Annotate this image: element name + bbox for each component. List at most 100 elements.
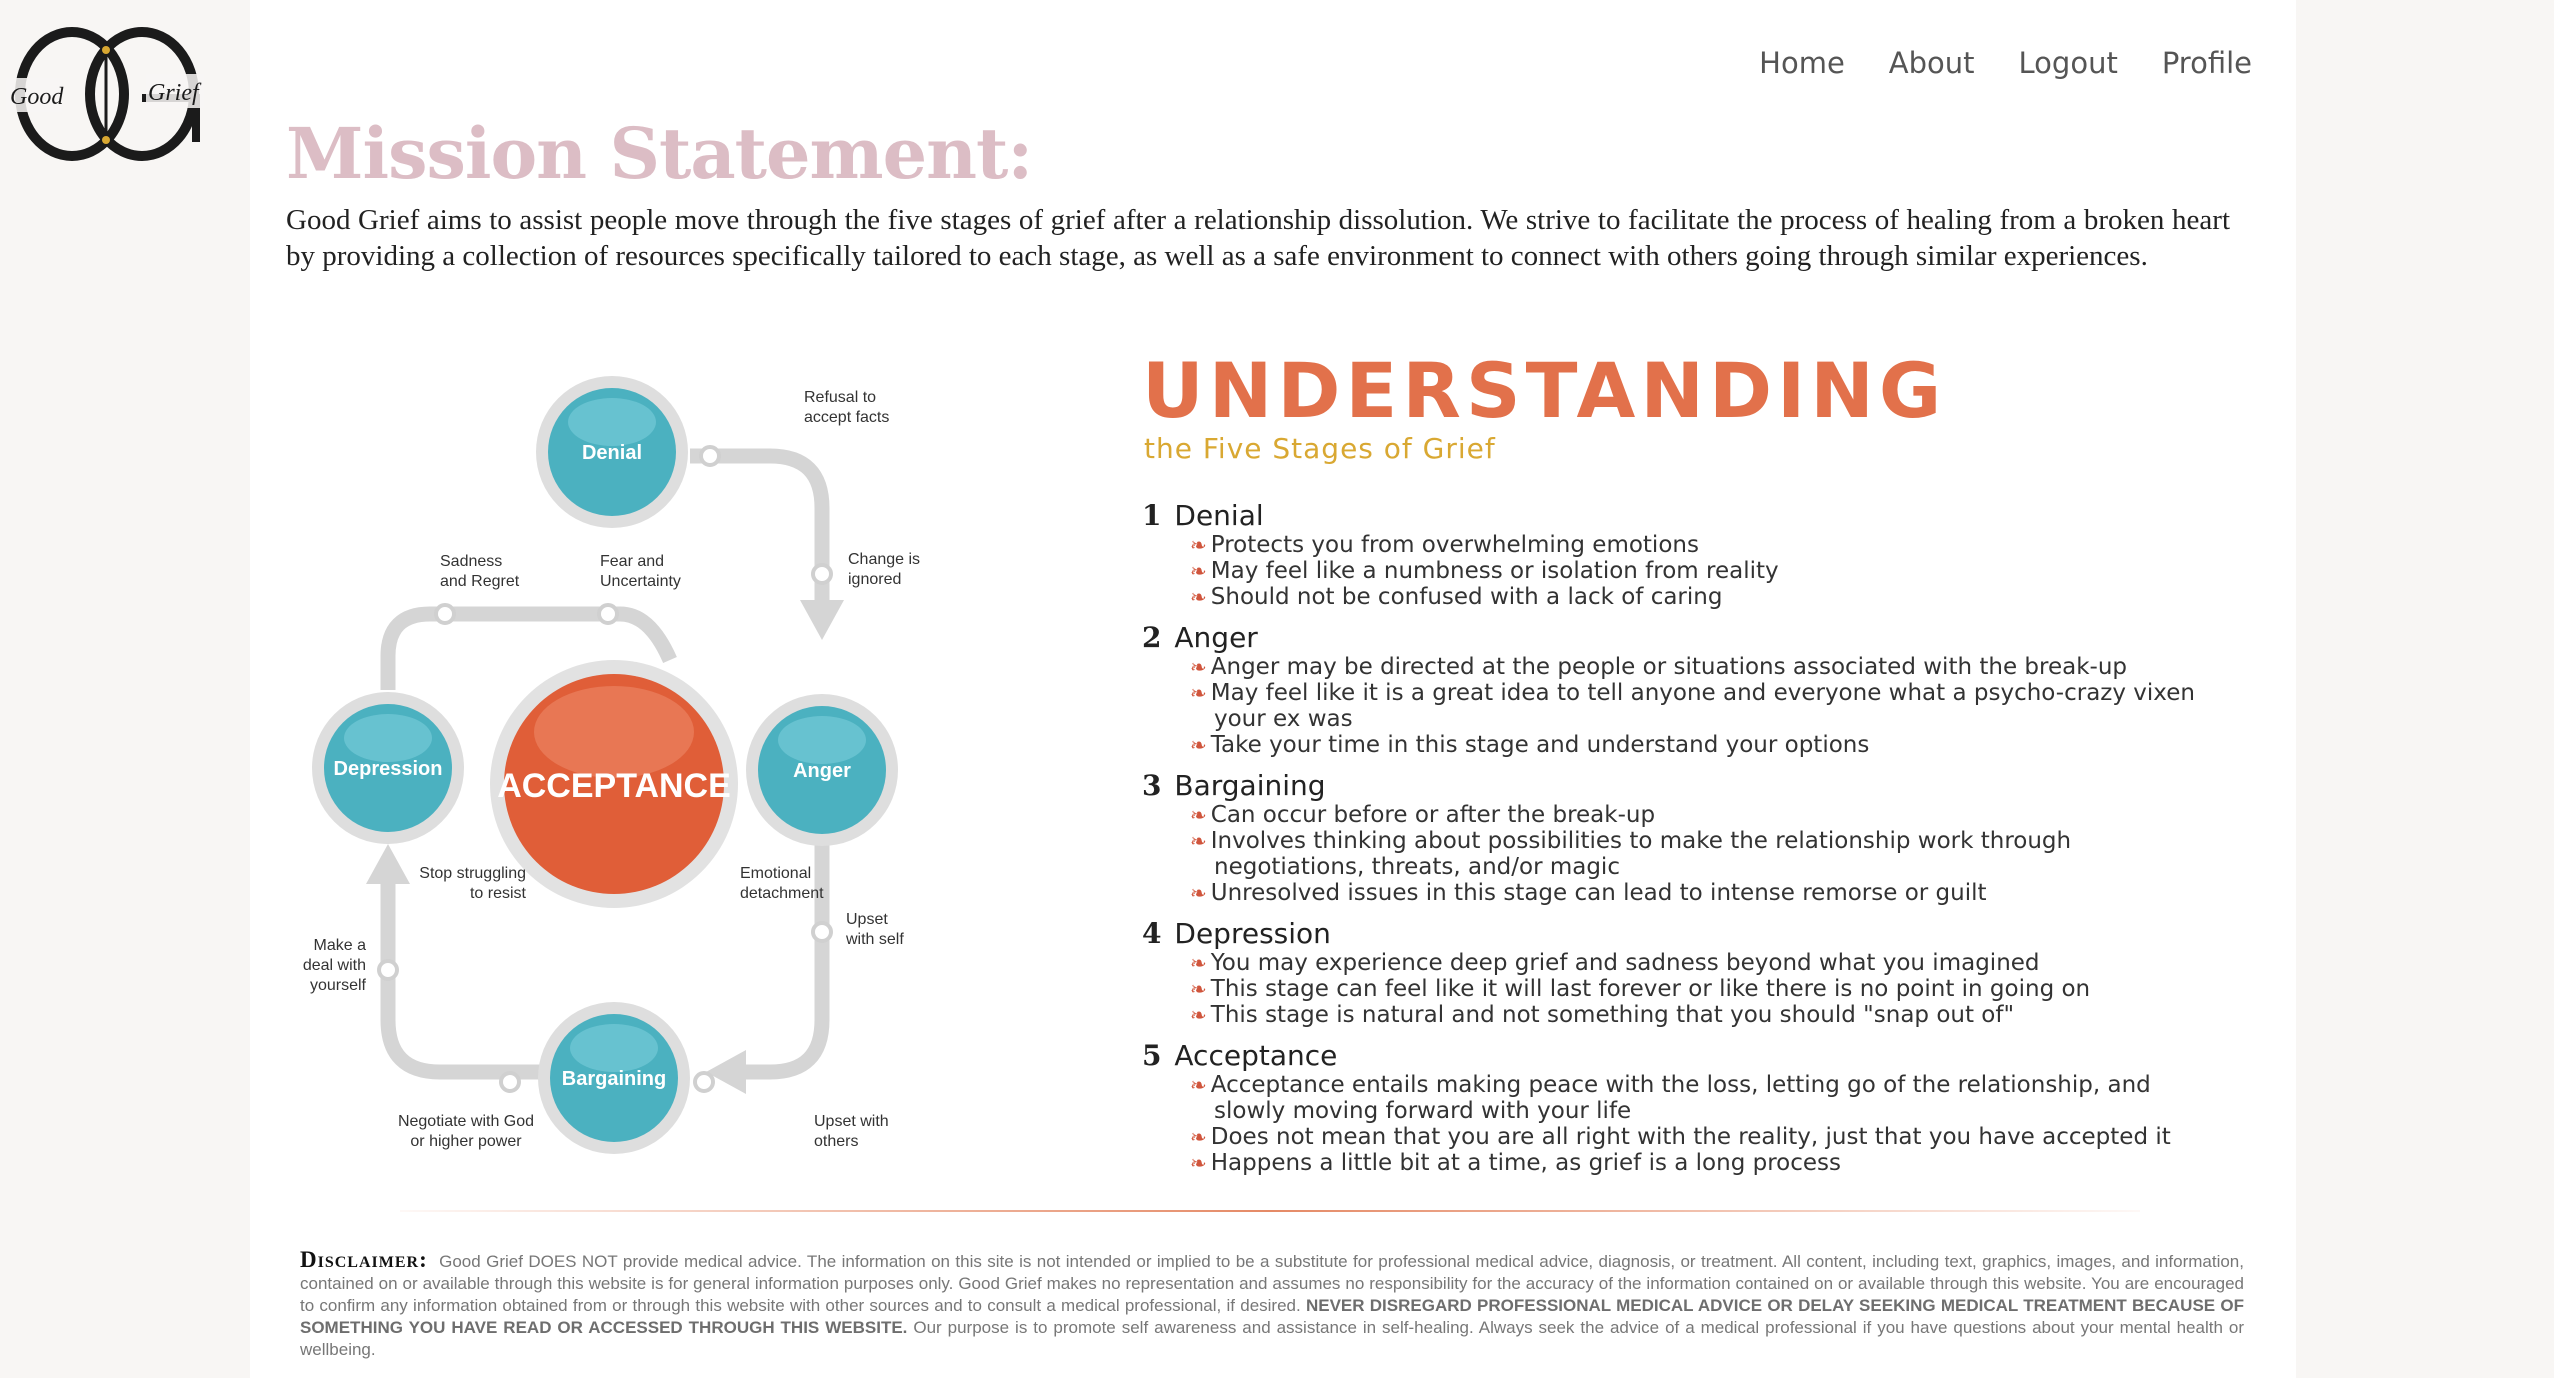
- upset-others-line-1: Upset with: [814, 1113, 889, 1130]
- mission-text: Good Grief aims to assist people move th…: [286, 204, 2230, 272]
- stage-bargaining: 3 Bargaining ❧Can occur before or after …: [1142, 769, 2222, 907]
- stage-bullet: ❧Anger may be directed at the people or …: [1190, 654, 2127, 680]
- logo-word-left: Good: [10, 84, 64, 110]
- disclaimer-text: Good Grief DOES NOT provide medical advi…: [300, 1252, 2244, 1315]
- denial-node-label: Denial: [582, 442, 642, 464]
- negotiate-line-1: Negotiate with God: [398, 1113, 534, 1130]
- fleuron-bullet-icon: ❧: [1190, 533, 1207, 557]
- fleuron-bullet-icon: ❧: [1190, 655, 1207, 679]
- stage-bullet: ❧Should not be confused with a lack of c…: [1190, 584, 1723, 610]
- understanding-header: UNDERSTANDING the Five Stages of Grief: [1142, 346, 1947, 466]
- stage-bullet: ❧This stage is natural and not something…: [1190, 1002, 2015, 1028]
- top-navigation: Home About Logout Profile: [1759, 46, 2252, 80]
- stage-title: Bargaining: [1174, 769, 1326, 802]
- nav-about-link[interactable]: About: [1888, 46, 1975, 80]
- fleuron-bullet-icon: ❧: [1190, 733, 1207, 757]
- understanding-title: UNDERSTANDING: [1142, 346, 1947, 435]
- stage-number: 1: [1142, 499, 1162, 532]
- stage-bullet: ❧May feel like a numbness or isolation f…: [1190, 558, 1779, 584]
- acceptance-node-label: ACCEPTANCE: [497, 767, 731, 805]
- stage-bullet: ❧Acceptance entails making peace with th…: [1190, 1072, 2151, 1124]
- stage-bullet: ❧Involves thinking about possibilities t…: [1190, 828, 2072, 880]
- fleuron-bullet-icon: ❧: [1190, 1125, 1207, 1149]
- change-line-2: ignored: [848, 571, 901, 588]
- change-line-1: Change is: [848, 551, 920, 568]
- fleuron-bullet-icon: ❧: [1190, 1073, 1207, 1097]
- nav-logout-link[interactable]: Logout: [2018, 46, 2118, 80]
- logo-word-right: Grief: [148, 80, 202, 106]
- nav-home-link[interactable]: Home: [1759, 46, 1845, 80]
- logo-monogram-icon: Good Grief: [6, 27, 204, 161]
- mission-title: Mission Statement:: [286, 112, 1033, 195]
- stage-title: Anger: [1174, 621, 1258, 654]
- emotional-line-1: Emotional: [740, 865, 811, 882]
- depression-node: Depression: [312, 692, 464, 844]
- make-deal-line-3: yourself: [310, 977, 367, 994]
- nav-profile-link[interactable]: Profile: [2161, 46, 2252, 80]
- fleuron-bullet-icon: ❧: [1190, 585, 1207, 609]
- stage-number: 3: [1142, 769, 1162, 802]
- stage-bullet: ❧May feel like it is a great idea to tel…: [1190, 680, 2195, 732]
- fleuron-bullet-icon: ❧: [1190, 559, 1207, 583]
- bargaining-node-label: Bargaining: [562, 1068, 666, 1090]
- fleuron-bullet-icon: ❧: [1190, 829, 1207, 853]
- anger-node: Anger: [746, 694, 898, 846]
- upset-self-line-1: Upset: [846, 911, 888, 928]
- make-deal-line-1: Make a: [314, 937, 367, 954]
- upset-self-line-2: with self: [845, 931, 904, 948]
- sadness-line-2: and Regret: [440, 573, 520, 590]
- disclaimer: Disclaimer: Good Grief DOES NOT provide …: [300, 1247, 2244, 1361]
- understanding-subtitle: the Five Stages of Grief: [1144, 432, 1496, 465]
- fleuron-bullet-icon: ❧: [1190, 803, 1207, 827]
- stop-line-2: to resist: [470, 885, 527, 902]
- stage-bullet: ❧This stage can feel like it will last f…: [1190, 976, 2091, 1002]
- disclaimer-closing: Our purpose is to promote self awareness…: [300, 1318, 2244, 1359]
- stage-depression: 4 Depression ❧You may experience deep gr…: [1142, 917, 2222, 1029]
- fleuron-bullet-icon: ❧: [1190, 681, 1207, 705]
- stop-line-1: Stop struggling: [419, 865, 526, 882]
- stage-anger: 2 Anger ❧Anger may be directed at the pe…: [1142, 621, 2222, 759]
- disclaimer-label: Disclaimer:: [300, 1247, 428, 1272]
- stage-bullet: ❧You may experience deep grief and sadne…: [1190, 950, 2040, 976]
- stage-acceptance: 5 Acceptance ❧Acceptance entails making …: [1142, 1039, 2222, 1177]
- fleuron-bullet-icon: ❧: [1190, 1151, 1207, 1175]
- section-divider: [400, 1210, 2140, 1212]
- stage-title: Depression: [1174, 917, 1331, 950]
- fear-line-1: Fear and: [600, 553, 664, 570]
- stage-number: 2: [1142, 621, 1162, 654]
- refusal-line-2: accept facts: [804, 409, 889, 426]
- fleuron-bullet-icon: ❧: [1190, 1003, 1207, 1027]
- stages-list: 1 Denial ❧Protects you from overwhelming…: [1142, 500, 2222, 1188]
- fleuron-bullet-icon: ❧: [1190, 881, 1207, 905]
- stage-bullet: ❧Unresolved issues in this stage can lea…: [1190, 880, 1987, 906]
- stage-title: Denial: [1174, 499, 1264, 532]
- negotiate-line-2: or higher power: [410, 1133, 522, 1150]
- stage-bullet: ❧Take your time in this stage and unders…: [1190, 732, 1870, 758]
- stage-number: 5: [1142, 1039, 1162, 1072]
- stage-title: Acceptance: [1174, 1039, 1338, 1072]
- stage-bullet: ❧Protects you from overwhelming emotions: [1190, 532, 1699, 558]
- stage-denial: 1 Denial ❧Protects you from overwhelming…: [1142, 499, 2222, 611]
- emotional-line-2: detachment: [740, 885, 824, 902]
- main-content: Home About Logout Profile Mission Statem…: [250, 0, 2296, 1378]
- stage-bullet: ❧Does not mean that you are all right wi…: [1190, 1124, 2171, 1150]
- bargaining-node: Bargaining: [538, 1002, 690, 1154]
- good-grief-logo[interactable]: Good Grief: [6, 22, 206, 168]
- refusal-line-1: Refusal to: [804, 389, 876, 406]
- stage-bullet: ❧Happens a little bit at a time, as grie…: [1190, 1150, 1841, 1176]
- anger-node-label: Anger: [793, 760, 851, 782]
- fleuron-bullet-icon: ❧: [1190, 951, 1207, 975]
- stage-bullet: ❧Can occur before or after the break-up: [1190, 802, 1656, 828]
- fleuron-bullet-icon: ❧: [1190, 977, 1207, 1001]
